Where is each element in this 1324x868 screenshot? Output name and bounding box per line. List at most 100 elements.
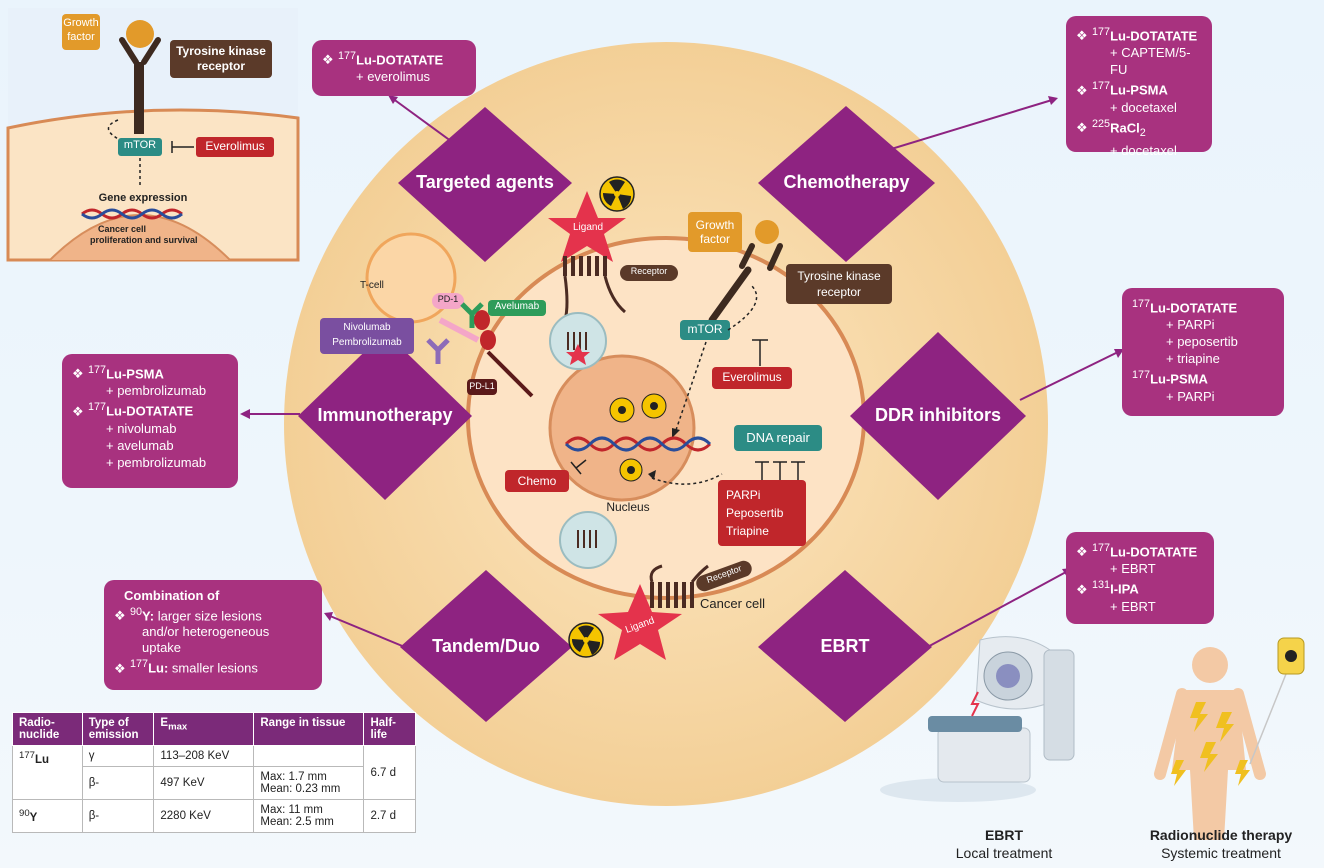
immune-section xyxy=(320,232,546,398)
chemo-label: Chemo xyxy=(517,474,557,488)
box-immuno-name2: Lu-DOTATATE xyxy=(106,403,194,419)
ligand-star-bottom xyxy=(598,584,682,660)
bullet: ❖ xyxy=(1076,82,1088,98)
diamond-label-targeted: Targeted agents xyxy=(416,172,554,192)
sup: 177 xyxy=(88,364,107,376)
box-immuno-add1: + pembrolizumab xyxy=(106,383,207,399)
ddr-inhibitors-list: PARPi Peposertib Triapine xyxy=(726,486,806,540)
rnt-caption: Radionuclide therapy Systemic treatment xyxy=(1128,826,1314,862)
ebrt-caption-sub: Local treatment xyxy=(955,845,1053,861)
avelumab-label: Avelumab xyxy=(494,301,540,312)
nuclide-name: Lu xyxy=(34,753,50,766)
box-immuno-name1: Lu-PSMA xyxy=(106,366,164,382)
cancer-cell-label: Cancer cell xyxy=(700,596,766,611)
inset-pathway xyxy=(6,8,300,262)
inset-tk-box xyxy=(170,40,272,78)
th-range: Range in tissue xyxy=(253,712,365,746)
sup: 90 xyxy=(19,808,30,820)
sup: 177 xyxy=(1092,26,1111,38)
diamond-immuno xyxy=(298,332,472,500)
nucleus-contents xyxy=(505,393,822,546)
box-immuno: ❖177Lu-PSMA + pembrolizumab ❖177Lu-DOTAT… xyxy=(62,354,238,488)
td-halflife: 2.7 d xyxy=(363,799,416,833)
box-tandem-text1a: larger size lesions xyxy=(157,608,262,624)
sup: 131 xyxy=(1092,579,1111,592)
range-max: Max: 1.7 mm xyxy=(260,771,327,783)
nivo-pembro-label: Nivolumab Pembrolizumab xyxy=(320,320,414,350)
sup: 177 xyxy=(1132,298,1151,310)
table-header-row: Radio-nuclide Type of emission Emax Rang… xyxy=(12,712,416,746)
bullet: ❖ xyxy=(114,660,126,676)
pd1-box xyxy=(432,293,464,309)
box-tandem: Combination of ❖90Y: larger size lesions… xyxy=(104,580,322,690)
ebrt-machine-illustration xyxy=(880,636,1075,802)
diamond-targeted xyxy=(398,107,572,262)
box-tandem-text1b: and/or heterogeneous xyxy=(142,624,270,640)
sup: 90 xyxy=(130,606,143,618)
pdl1-box xyxy=(467,379,497,395)
th-emax-sub: max xyxy=(168,721,188,733)
sup: 177 xyxy=(1132,369,1151,382)
ddr-inhibit-lines xyxy=(755,461,805,480)
th-emission: Type of emission xyxy=(81,712,155,746)
receptor-top-label: Receptor xyxy=(630,266,668,276)
tk-receptor-label: Tyrosine kinase receptor xyxy=(786,268,892,300)
td-emax: 113–208 KeV xyxy=(153,745,255,767)
sup: 177 xyxy=(1092,80,1111,93)
inset-everolimus-label: Everolimus xyxy=(205,139,265,153)
td-emax: 2280 KeV xyxy=(153,799,255,833)
bullet: ❖ xyxy=(322,52,334,68)
diamond-label-ebrt: EBRT xyxy=(820,636,870,656)
mtor-box xyxy=(680,320,730,340)
endosome-bottom xyxy=(559,511,617,569)
growth-factor-label: Growth factor xyxy=(688,218,742,246)
avelumab-box xyxy=(488,300,546,316)
inset-mtor-box xyxy=(118,138,162,156)
box-chemo-add2: + docetaxel xyxy=(1110,99,1177,115)
diamond-shapes xyxy=(298,106,1026,722)
td-halflife: 6.7 d xyxy=(363,745,416,800)
pdl1-label: PD-L1 xyxy=(469,381,495,391)
box-ddr-add1a: + PARPi xyxy=(1166,317,1215,333)
radionuclide-table: Radio-nuclide Type of emission Emax Rang… xyxy=(12,712,416,833)
bullet: ❖ xyxy=(72,403,84,419)
endosome-top xyxy=(549,312,607,370)
box-chemo-name3: RaCl xyxy=(1110,119,1140,135)
sup: 177 xyxy=(88,401,107,414)
td-range xyxy=(253,745,365,767)
box-ddr-add1b: + peposertib xyxy=(1166,334,1238,350)
box-ddr-add1c: + triapine xyxy=(1166,351,1220,367)
nucleus xyxy=(548,354,696,502)
inset-tk-l1: Tyrosine kinase xyxy=(176,44,266,58)
everolimus-box xyxy=(712,367,792,389)
box-ebrt-add1: + EBRT xyxy=(1110,561,1156,577)
box-ddr-name1: Lu-DOTATATE xyxy=(1150,300,1238,316)
sup: 177 xyxy=(130,658,149,671)
chemo-box xyxy=(505,470,569,492)
box-ebrt-name1: Lu-DOTATATE xyxy=(1110,544,1198,560)
box-chemo-name1: Lu-DOTATATE xyxy=(1110,28,1198,44)
ddr-inhibitors-box xyxy=(718,480,806,546)
sub: 2 xyxy=(1139,126,1146,139)
tcell-label: T-cell xyxy=(360,280,384,291)
box-targeted-add: + everolimus xyxy=(356,69,431,85)
range-mean: Mean: 0.23 mm xyxy=(260,783,341,795)
rnt-caption-title: Radionuclide therapy xyxy=(1149,827,1293,843)
inset-growth-factor-l2: factor xyxy=(67,31,95,43)
box-tandem-title: Combination of xyxy=(124,588,220,603)
bottom-ligand-receptor xyxy=(559,511,752,660)
mtor-label: mTOR xyxy=(687,322,723,336)
triapine-label: Triapine xyxy=(726,524,769,538)
rnt-patient-illustration xyxy=(1154,637,1305,840)
right-tk-pathway xyxy=(672,212,892,438)
growth-factor-l1: Growth xyxy=(695,218,735,232)
box-tandem-text2: smaller lesions xyxy=(171,660,258,676)
diamond-label-chemo: Chemotherapy xyxy=(783,172,910,192)
growth-factor-box xyxy=(688,212,742,252)
dna-repair-box xyxy=(734,425,822,451)
th-emax-text: E xyxy=(160,717,169,729)
diamond-label-tandem: Tandem/Duo xyxy=(432,636,540,656)
range-mean: Mean: 2.5 mm xyxy=(260,816,334,828)
